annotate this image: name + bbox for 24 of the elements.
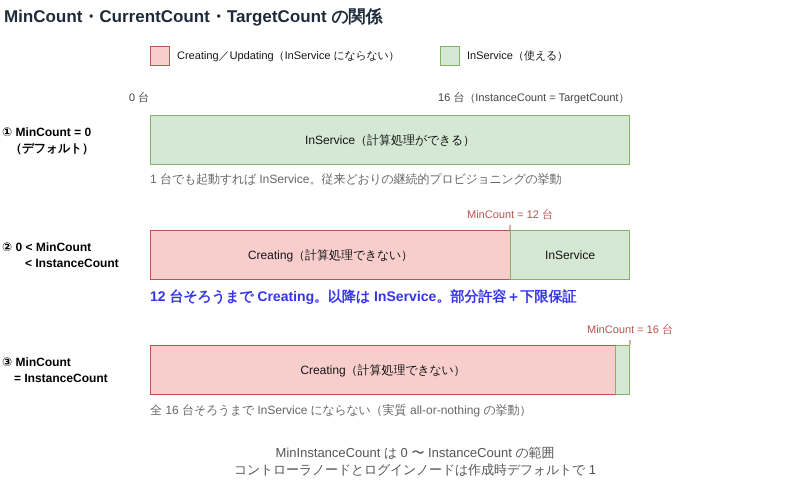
segment-label: Creating（計算処理できない）	[248, 246, 414, 264]
bar-segment	[615, 345, 630, 395]
footnote: MinInstanceCount は 0 〜 InstanceCount の範囲	[274, 444, 556, 461]
bar-segment	[150, 230, 511, 280]
diagram-title: MinCount・CurrentCount・TargetCount の関係	[4, 6, 382, 28]
segment-label: InService（計算処理ができる）	[304, 132, 476, 148]
row-label: ② 0 < MinCount < InstanceCount	[2, 239, 119, 271]
legend-label: InService（使える）	[467, 49, 568, 63]
row-label: ① MinCount = 0 （デフォルト）	[2, 124, 94, 156]
axis-label: 0 台	[128, 91, 150, 106]
bar-segment	[150, 115, 630, 165]
row-caption: 全 16 台そろうまで InService にならない（実質 all-or-nothing の挙動）	[150, 402, 532, 418]
axis-label: 16 台（InstanceCount = TargetCount）	[438, 91, 630, 106]
footnote: コントローラノードとログインノードは作成時デフォルトで 1	[233, 461, 597, 478]
bar-segment	[150, 345, 616, 395]
segment-label: InService	[544, 248, 596, 262]
threshold-label: MinCount = 16 台	[586, 323, 674, 338]
legend-label: Creating／Updating（InService にならない）	[177, 49, 400, 63]
threshold-label: MinCount = 12 台	[466, 208, 554, 223]
segment-label: Creating（計算処理できない）	[300, 362, 466, 378]
row-caption: 1 台でも起動すれば InService。従来どおりの継続的プロビジョニングの挙動	[150, 171, 562, 187]
bar-segment	[510, 230, 630, 280]
row-caption: 12 台そろうまで Creating。以降は InService。部分許容＋下限保証	[150, 287, 578, 305]
row-label: ③ MinCount = InstanceCount	[2, 354, 108, 386]
